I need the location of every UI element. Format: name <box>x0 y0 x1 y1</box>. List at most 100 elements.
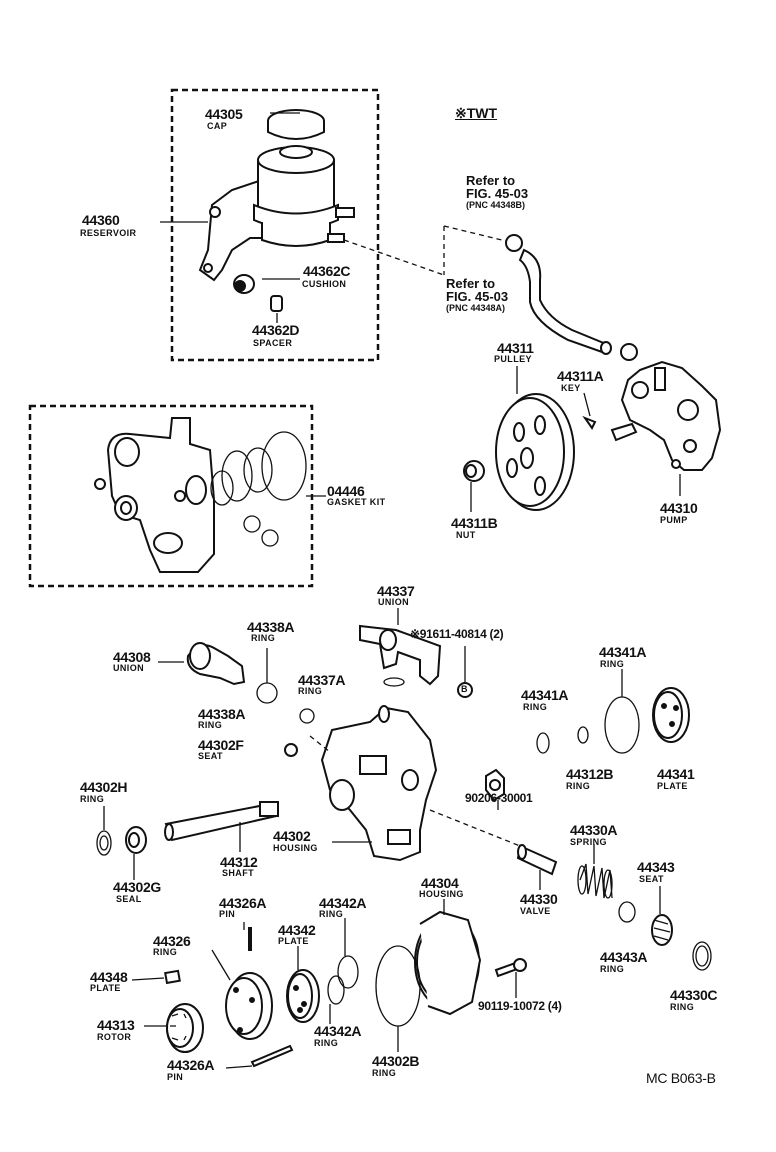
part-44311A-number: 44311A <box>557 368 604 384</box>
part-44341A-lower-number: 44341A <box>521 687 569 703</box>
b-marker-shape <box>457 682 473 698</box>
shaft-shape <box>164 801 279 842</box>
valve-shape <box>516 844 558 876</box>
part-44302F-name: SEAT <box>198 751 223 761</box>
part-44305-number: 44305 <box>205 106 243 122</box>
part-44362D-name: SPACER <box>253 338 293 348</box>
seat-44343-shape <box>651 914 673 946</box>
part-90119-number: 90119-10072 (4) <box>478 999 562 1013</box>
union-44337-shape <box>359 624 442 686</box>
spacer-shape <box>270 295 283 312</box>
part-44312-number: 44312 <box>220 854 258 870</box>
part-44330A-number: 44330A <box>570 822 618 838</box>
part-44326A-upper-name: PIN <box>219 909 236 919</box>
part-44330-name: VALVE <box>520 906 551 916</box>
pin-44326A-lower-shape <box>250 1044 294 1068</box>
reservoir-shape <box>198 145 355 282</box>
pump-shape <box>610 360 722 471</box>
part-44311A-name: KEY <box>561 383 581 393</box>
part-44348-name: PLATE <box>90 983 121 993</box>
ring-44337A-shape <box>383 677 405 687</box>
cushion-shape <box>233 274 255 294</box>
housing-44304-shape <box>414 910 482 1016</box>
part-44302G-name: SEAL <box>116 894 142 904</box>
part-44302G-number: 44302G <box>113 879 162 895</box>
part-44338A-upper-number: 44338A <box>247 619 295 635</box>
ring-44330C-shape <box>692 941 712 971</box>
plate-44348-shape <box>164 969 181 985</box>
b-marker-label: B <box>461 684 468 694</box>
part-44338A-lower-number: 44338A <box>198 706 246 722</box>
part-44341-number: 44341 <box>657 766 695 782</box>
part-44342A-upper-name: RING <box>319 909 344 919</box>
ring-44338A-lower-shape <box>299 708 315 724</box>
pin-44326A-upper-shape <box>248 927 252 951</box>
part-44337-number: 44337 <box>377 583 415 599</box>
refer-box-1-line3: (PNC 44348B) <box>466 200 526 210</box>
part-91611-number: ※91611-40814 (2) <box>410 627 504 641</box>
part-04446-name: GASKET KIT <box>327 497 386 507</box>
part-44313-number: 44313 <box>97 1017 135 1033</box>
part-44343-name: SEAT <box>639 874 664 884</box>
ring-44342A-lower-shape <box>327 975 345 1005</box>
ring-44302B-shape <box>375 945 421 1027</box>
part-44342A-lower-name: RING <box>314 1038 339 1048</box>
part-44312B-number: 44312B <box>566 766 614 782</box>
part-90206-number: 90206-30001 <box>465 791 533 805</box>
part-44304-number: 44304 <box>421 875 459 891</box>
seal-44302G-shape <box>125 826 147 854</box>
part-44362D-number: 44362D <box>252 322 300 338</box>
plate-44342-shape <box>286 969 320 1023</box>
key-shape <box>582 415 597 430</box>
part-44343-number: 44343 <box>637 859 675 875</box>
ring-44312B-shape <box>577 726 589 744</box>
part-44330-number: 44330 <box>520 891 558 907</box>
plate-44341-shape <box>652 687 690 743</box>
part-44326-number: 44326 <box>153 933 191 949</box>
refer-box-2-line2: FIG. 45-03 <box>446 289 509 304</box>
part-44342A-lower-number: 44342A <box>314 1023 362 1039</box>
part-44305-name: CAP <box>207 121 228 131</box>
fitting-90206-shape <box>485 768 505 802</box>
part-44312-name: SHAFT <box>222 868 254 878</box>
refer-box-2-line1: Refer to <box>446 276 496 291</box>
ring-44341A-small-shape <box>536 732 550 754</box>
nut-shape <box>463 460 485 482</box>
refer-box-1-line1: Refer to <box>466 173 516 188</box>
part-44360-number: 44360 <box>82 212 120 228</box>
part-44302B-number: 44302B <box>372 1053 420 1069</box>
part-44337-name: UNION <box>378 597 409 607</box>
ring-44338A-upper-shape <box>256 682 278 704</box>
part-44348-number: 44348 <box>90 969 128 985</box>
part-44326-name: RING <box>153 947 178 957</box>
part-44302-number: 44302 <box>273 828 311 844</box>
part-44343A-number: 44343A <box>600 949 648 965</box>
seat-44302F-shape <box>284 743 298 757</box>
part-44362C-number: 44362C <box>303 263 351 279</box>
part-44311-name: PULLEY <box>494 354 532 364</box>
refer-box-2-line3: (PNC 44348A) <box>446 303 506 313</box>
part-44341A-upper-name: RING <box>600 659 625 669</box>
part-44326A-upper-number: 44326A <box>219 895 267 911</box>
part-04446-number: 04446 <box>327 483 365 499</box>
housing-44302-shape <box>320 705 438 862</box>
part-44338A-lower-name: RING <box>198 720 223 730</box>
bolt-90119-shape <box>494 958 527 978</box>
part-44311-number: 44311 <box>497 340 534 356</box>
ring-44341A-large-shape <box>604 696 640 754</box>
part-44341A-upper-number: 44341A <box>599 644 647 660</box>
part-44310-name: PUMP <box>660 515 688 525</box>
part-44302F-number: 44302F <box>198 737 244 753</box>
cap-shape <box>267 109 325 140</box>
gasket-kit-shape <box>94 417 307 573</box>
refer-box-1-line2: FIG. 45-03 <box>466 186 529 201</box>
part-44302H-name: RING <box>80 794 105 804</box>
part-44360-name: RESERVOIR <box>80 228 137 238</box>
pulley-shape <box>495 393 575 511</box>
reservoir-group-box <box>170 88 380 362</box>
part-44308-name: UNION <box>113 663 144 673</box>
part-44338A-upper-name: RING <box>251 633 276 643</box>
hose-shape <box>505 234 638 361</box>
spring-shape <box>577 863 613 899</box>
